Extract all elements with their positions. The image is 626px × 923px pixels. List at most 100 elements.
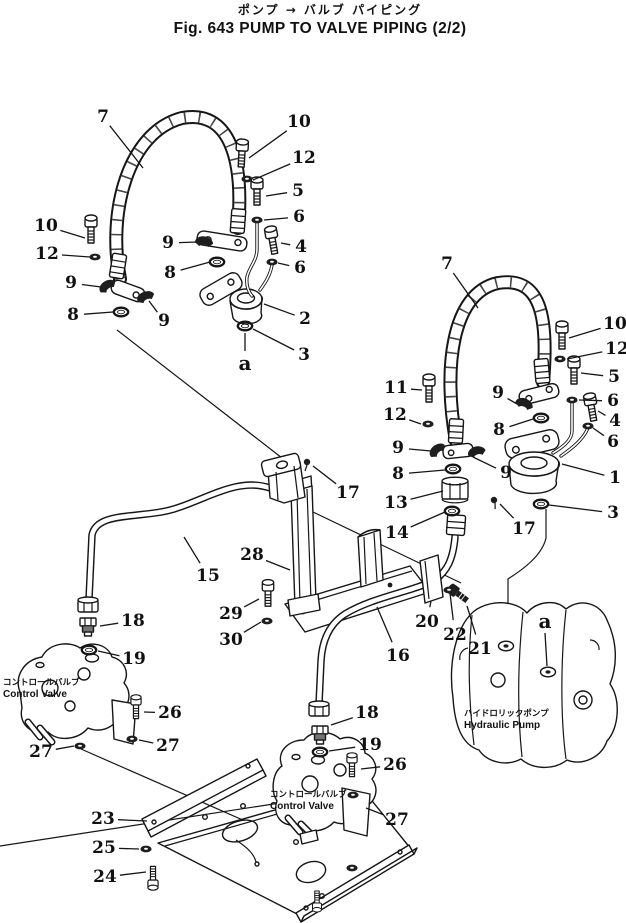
washer-icon xyxy=(89,253,101,261)
hose-7-left xyxy=(109,109,248,303)
leader-line xyxy=(312,465,337,485)
washer-icon xyxy=(266,258,278,266)
callout-9: 9 xyxy=(392,438,404,458)
leader-line xyxy=(360,766,381,770)
leader-line xyxy=(410,511,446,528)
leader-line xyxy=(183,536,201,564)
callout-5: 5 xyxy=(608,367,620,387)
callout-3: 3 xyxy=(607,503,619,523)
callout-17: 17 xyxy=(336,483,360,503)
callout-9: 9 xyxy=(65,273,77,293)
plug-icon xyxy=(489,495,501,511)
port-letter-a: a xyxy=(539,609,552,633)
ferrule-icon xyxy=(447,417,465,445)
callout-9: 9 xyxy=(158,311,170,331)
ferrule-icon xyxy=(108,252,128,280)
washer-icon xyxy=(140,845,152,853)
callout-4: 4 xyxy=(295,237,307,257)
callout-20: 20 xyxy=(415,612,439,632)
ferrule-icon xyxy=(229,207,247,235)
callout-6: 6 xyxy=(293,207,305,227)
elbow-fitting-pipe15 xyxy=(260,452,306,504)
bolt-icon xyxy=(250,176,264,206)
figure-title-jp: ポンプ → バルブ パイピング xyxy=(238,2,422,17)
callout-12: 12 xyxy=(35,244,59,264)
washer-icon xyxy=(74,742,86,750)
leader-line xyxy=(243,598,260,608)
control-valve-lower-label-jp: コントロールバルブ xyxy=(270,789,347,800)
leader-line xyxy=(248,130,288,159)
control-valve-left-label-jp: コントロールバルブ xyxy=(3,677,80,688)
leader-line xyxy=(408,448,432,452)
hydraulic-pump xyxy=(450,602,618,769)
leader-line xyxy=(410,490,444,500)
leader-line xyxy=(277,262,290,267)
bracket-28-assembly xyxy=(284,475,431,633)
washer-icon xyxy=(443,586,455,594)
leader-line xyxy=(109,125,144,169)
valve-mount-bracket xyxy=(341,787,371,837)
leader-line xyxy=(81,283,102,288)
control-valve-left-label-en: Control Valve xyxy=(3,689,67,700)
callout-7: 7 xyxy=(441,254,453,274)
elbow-assembly-2 xyxy=(199,272,264,325)
leader-line xyxy=(580,372,604,377)
leader-line xyxy=(243,621,262,633)
callout-15: 15 xyxy=(196,566,220,586)
oring-icon xyxy=(532,498,550,510)
leader-line xyxy=(578,399,603,402)
washer-icon xyxy=(346,864,358,872)
callout-28: 28 xyxy=(240,545,264,565)
callout-11: 11 xyxy=(384,378,408,398)
callout-19: 19 xyxy=(122,649,146,669)
bolt-icon xyxy=(263,224,282,256)
leader-line xyxy=(265,559,291,571)
leader-line xyxy=(118,847,140,850)
bolt-icon xyxy=(555,320,569,350)
callout-12: 12 xyxy=(605,339,626,359)
leader-line xyxy=(252,328,295,351)
washer-icon xyxy=(347,791,359,799)
bracket-28-channel xyxy=(290,485,317,608)
leader-line xyxy=(410,388,423,391)
leader-line xyxy=(330,717,354,726)
callout-6: 6 xyxy=(294,258,306,278)
leader-line xyxy=(566,351,603,360)
oring-icon xyxy=(112,306,130,318)
callout-30: 30 xyxy=(219,630,243,650)
leader-line xyxy=(83,311,114,315)
leader-line xyxy=(119,871,147,876)
washer-icon xyxy=(261,617,273,625)
leader-line xyxy=(97,650,120,657)
callout-12: 12 xyxy=(292,148,316,168)
callout-27: 27 xyxy=(29,742,53,762)
leader-line xyxy=(263,217,289,221)
bolt-icon xyxy=(147,865,159,891)
callout-14: 14 xyxy=(385,523,409,543)
connection-line-elbow1-to-pump xyxy=(507,509,547,640)
bracket-small-channel xyxy=(357,529,384,588)
leader-line xyxy=(509,418,534,428)
plate-hole-large xyxy=(221,819,259,843)
leader-line xyxy=(449,592,454,621)
callout-6: 6 xyxy=(607,391,619,411)
callout-22: 22 xyxy=(443,625,467,645)
washer-icon xyxy=(251,216,263,224)
hex13-icon xyxy=(441,476,469,504)
port-letter-a: a xyxy=(239,351,252,375)
leader-line xyxy=(263,303,295,316)
figure-title-en: Fig. 643 PUMP TO VALVE PIPING (2/2) xyxy=(174,20,467,37)
leader-line xyxy=(472,456,497,469)
leader-line xyxy=(452,272,479,309)
valve-mount-bracket xyxy=(111,699,137,745)
leader-line xyxy=(178,241,198,244)
leader-line xyxy=(61,254,91,258)
callout-27: 27 xyxy=(156,736,180,756)
leader-line xyxy=(597,410,606,416)
callout-10: 10 xyxy=(287,112,311,132)
callout-1: 1 xyxy=(609,468,621,488)
callout-9: 9 xyxy=(500,463,512,483)
leader-line xyxy=(99,622,119,627)
